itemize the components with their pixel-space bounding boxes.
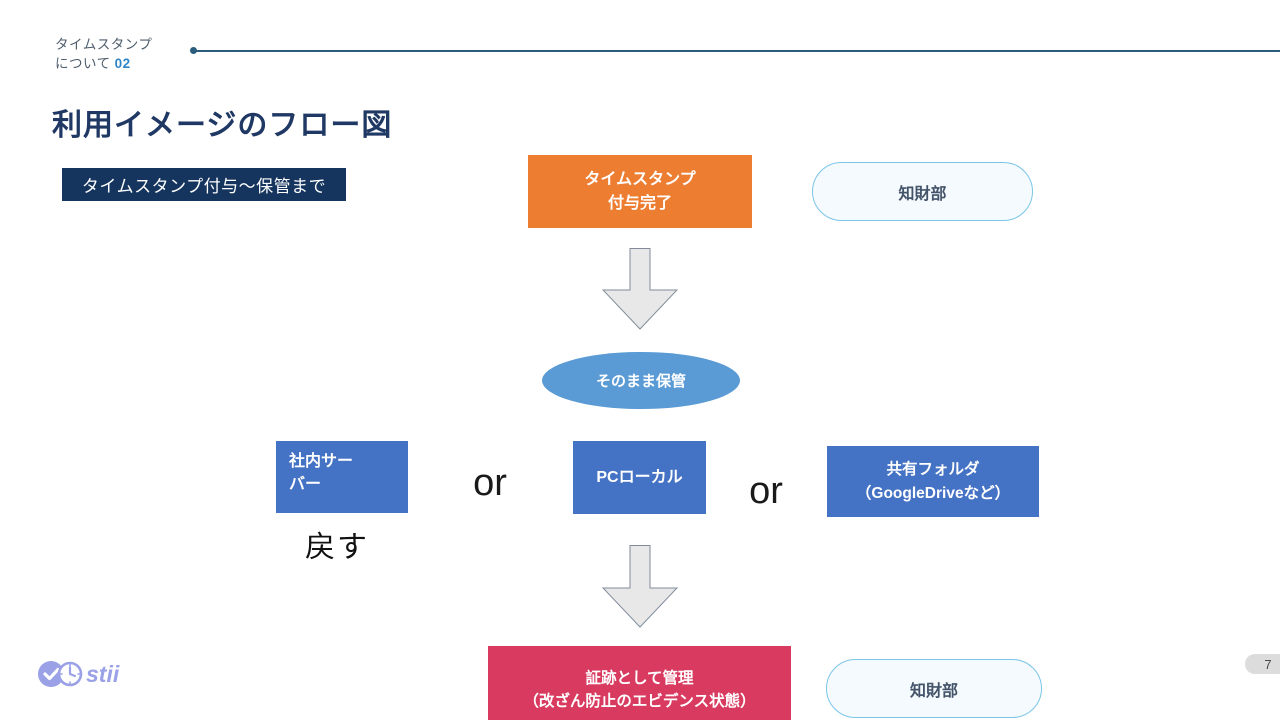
storage-box-internal-server: 社内サーバー	[276, 441, 408, 513]
return-label: 戻す	[305, 531, 369, 564]
section-number: 02	[114, 55, 131, 71]
logo-wordmark: stii	[86, 661, 120, 687]
stii-logo: stii	[38, 661, 120, 687]
or-label-1: or	[473, 462, 507, 504]
page-number-badge: 7	[1245, 654, 1280, 674]
storage-box-shared-folder: 共有フォルダ （GoogleDriveなど）	[827, 446, 1039, 517]
check-clock-icon	[38, 661, 83, 687]
actor-pill-ip-dept-bottom: 知財部	[826, 659, 1042, 718]
storage-box-pc-local: PCローカル	[573, 441, 706, 514]
flow-start-box-timestamp-complete: タイムスタンプ 付与完了	[528, 155, 752, 228]
or-label-2: or	[749, 470, 783, 512]
header-line-dot	[190, 47, 197, 54]
down-arrow-icon	[602, 248, 678, 330]
flow-ellipse-store-as-is: そのまま保管	[542, 352, 740, 409]
flow-end-box-evidence-management: 証跡として管理 （改ざん防止のエビデンス状態）	[488, 646, 791, 720]
down-arrow-icon	[602, 545, 678, 628]
slide-section-label-line1: タイムスタンプ	[55, 37, 153, 52]
storage-box-internal-server-label: 社内サーバー	[289, 453, 354, 494]
page-title: 利用イメージのフロー図	[52, 109, 393, 142]
page-number: 7	[1264, 656, 1272, 672]
header-divider-line	[196, 50, 1280, 52]
actor-pill-ip-dept-top: 知財部	[812, 162, 1033, 221]
tag-box-timestamp-range: タイムスタンプ付与～保管まで	[62, 168, 346, 201]
